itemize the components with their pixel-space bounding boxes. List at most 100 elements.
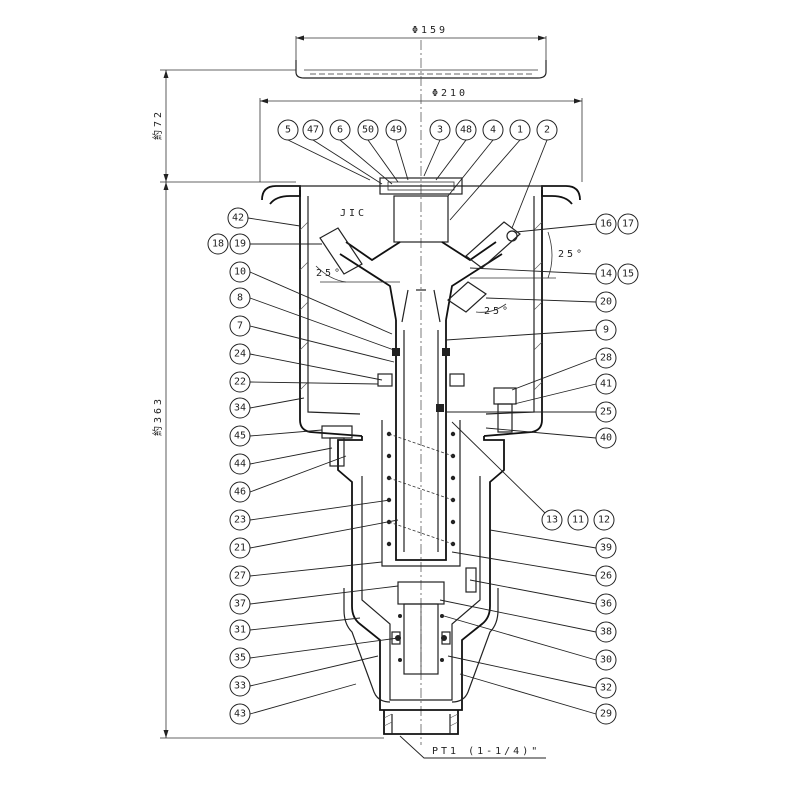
part-balloon-5: 5: [277, 119, 299, 141]
part-number-label: 17: [622, 219, 634, 230]
part-number-label: 42: [232, 213, 244, 224]
riser-assembly: [377, 320, 465, 567]
part-balloon-24: 24: [229, 343, 251, 365]
dimension-total-height-label: 約363: [151, 396, 164, 436]
part-number-label: 11: [572, 515, 584, 526]
angle-right-label: 25°: [558, 249, 585, 260]
part-balloon-30: 30: [595, 649, 617, 671]
part-number-label: 1: [517, 125, 523, 136]
part-number-label: 50: [362, 125, 374, 136]
leader-line: [513, 383, 597, 405]
inlet-thread-callout: PT1 (1-1/4)": [399, 735, 546, 759]
part-balloon-21: 21: [229, 537, 251, 559]
leader-line: [489, 529, 597, 549]
part-number-label: 6: [337, 125, 343, 136]
part-number-label: 23: [234, 515, 246, 526]
part-number-label: 31: [234, 625, 246, 636]
part-number-label: 46: [234, 487, 246, 498]
leader-line: [511, 357, 597, 391]
part-number-label: 14: [600, 269, 612, 280]
part-number-label: 27: [234, 571, 246, 582]
outer-housing: [261, 185, 581, 735]
part-balloon-12: 12: [593, 509, 615, 531]
leader-line: [247, 217, 301, 227]
part-balloon-6: 6: [329, 119, 351, 141]
part-number-label: 12: [598, 515, 610, 526]
part-number-label: 33: [234, 681, 246, 692]
mounting-bolts: [321, 387, 517, 593]
part-balloon-49: 49: [385, 119, 407, 141]
part-number-label: 44: [234, 459, 246, 470]
dimension-top-width-label: Φ159: [412, 25, 448, 36]
angle-lower-label: 25°: [484, 306, 511, 317]
leader-line: [445, 329, 597, 341]
leader-line: [435, 139, 467, 181]
part-number-label: 36: [600, 599, 612, 610]
inlet-thread-label: PT1 (1-1/4)": [432, 746, 540, 757]
part-balloon-32: 32: [595, 677, 617, 699]
part-number-label: 16: [600, 219, 612, 230]
part-number-label: 21: [234, 543, 246, 554]
leader-line: [249, 353, 383, 381]
part-balloon-34: 34: [229, 397, 251, 419]
part-balloon-48: 48: [455, 119, 477, 141]
part-number-label: 49: [390, 125, 402, 136]
part-balloon-23: 23: [229, 509, 251, 531]
part-number-label: 20: [600, 297, 612, 308]
part-balloon-42: 42: [227, 207, 249, 229]
part-balloon-33: 33: [229, 675, 251, 697]
leader-line: [367, 139, 399, 183]
part-balloon-36: 36: [595, 593, 617, 615]
part-number-label: 30: [600, 655, 612, 666]
part-balloon-28: 28: [595, 347, 617, 369]
callout-leaders: [247, 139, 597, 715]
part-balloon-22: 22: [229, 371, 251, 393]
leader-line: [449, 139, 521, 221]
part-balloon-3: 3: [429, 119, 451, 141]
part-balloon-10: 10: [229, 261, 251, 283]
part-balloon-2: 2: [536, 119, 558, 141]
part-number-label: 15: [622, 269, 634, 280]
part-balloon-43: 43: [229, 703, 251, 725]
part-balloon-35: 35: [229, 647, 251, 669]
part-balloon-26: 26: [595, 565, 617, 587]
part-balloon-8: 8: [229, 287, 251, 309]
part-number-label: 48: [460, 125, 472, 136]
leader-line: [249, 455, 347, 493]
part-number-label: 3: [437, 125, 443, 136]
leader-line: [451, 421, 546, 514]
part-number-label: 41: [600, 379, 612, 390]
part-number-label: 13: [546, 515, 558, 526]
part-balloon-40: 40: [595, 427, 617, 449]
leader-line: [249, 561, 383, 577]
leader-line: [249, 617, 361, 631]
part-number-label: 34: [234, 403, 246, 414]
angle-left-label: 25°: [316, 268, 343, 279]
nozzle-head: JIC 25° 25° 25°: [315, 177, 585, 323]
part-number-label: 25: [600, 407, 612, 418]
dimension-upper-height: 約72: [151, 69, 296, 183]
leader-line: [249, 297, 395, 351]
part-number-label: 10: [234, 267, 246, 278]
part-number-label: 8: [237, 293, 243, 304]
dimension-top-width: Φ159: [295, 25, 547, 60]
part-balloon-19: 19: [229, 233, 251, 255]
part-balloon-44: 44: [229, 453, 251, 475]
part-balloon-37: 37: [229, 593, 251, 615]
part-number-label: 39: [600, 543, 612, 554]
leader-line: [511, 139, 548, 229]
part-number-label: 22: [234, 377, 246, 388]
dimension-upper-height-label: 約72: [151, 109, 164, 140]
part-balloon-15: 15: [617, 263, 639, 285]
part-number-label: 24: [234, 349, 246, 360]
part-balloon-1: 1: [509, 119, 531, 141]
leader-line: [249, 655, 379, 687]
part-balloon-27: 27: [229, 565, 251, 587]
part-balloon-29: 29: [595, 703, 617, 725]
part-number-label: 43: [234, 709, 246, 720]
part-balloon-20: 20: [595, 291, 617, 313]
leader-line: [249, 397, 305, 409]
leader-line: [515, 223, 597, 233]
